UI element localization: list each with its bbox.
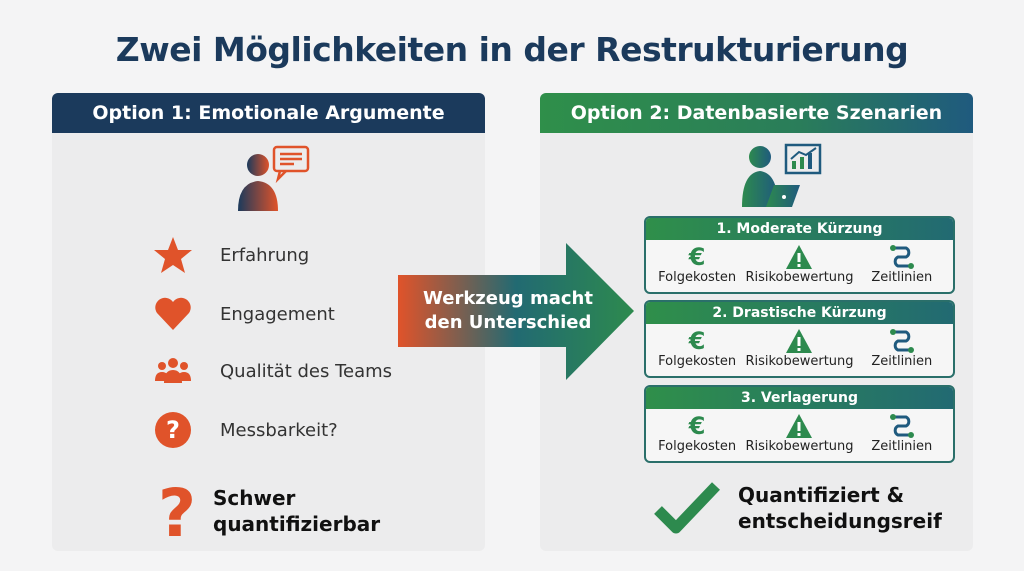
warning-icon — [786, 245, 813, 269]
metric-label: Folgekosten — [658, 439, 737, 454]
heart-icon — [155, 297, 191, 330]
item-engagement: Engagement — [152, 294, 335, 334]
metric: Zeitlinien — [852, 413, 952, 454]
euro-icon: € — [688, 412, 706, 440]
timeline-icon — [889, 245, 914, 269]
item-erfahrung: Erfahrung — [152, 235, 309, 275]
option-2-header: Option 2: Datenbasierte Szenarien — [540, 93, 973, 133]
page-title: Zwei Möglichkeiten in der Restrukturieru… — [115, 30, 909, 69]
metric: €Folgekosten — [647, 244, 747, 285]
metric-label: Zeitlinien — [871, 354, 933, 369]
timeline-icon — [889, 414, 914, 438]
euro-icon: € — [688, 243, 706, 271]
metric-label: Zeitlinien — [871, 439, 933, 454]
metric: Risikobewertung — [745, 413, 854, 454]
metric-label: Folgekosten — [658, 270, 737, 285]
person-speech-icon — [238, 145, 310, 211]
metric-label: Folgekosten — [658, 354, 737, 369]
metric: Risikobewertung — [745, 244, 854, 285]
question-circle-icon: ? — [155, 412, 191, 448]
scenario-title: 3. Verlagerung — [646, 387, 953, 409]
metric-label: Risikobewertung — [745, 439, 854, 454]
item-messbarkeit: ? Messbarkeit? — [152, 410, 338, 450]
metric: Risikobewertung — [745, 328, 854, 369]
svg-text:?: ? — [166, 416, 180, 444]
star-icon — [154, 237, 192, 273]
person-laptop-chart-icon — [742, 143, 822, 207]
metric: Zeitlinien — [852, 244, 952, 285]
arrow-label: Werkzeug macht den Unterschied — [423, 288, 593, 333]
question-mark-icon: ? — [158, 478, 196, 544]
warning-icon — [786, 329, 813, 353]
conclusion-right: Quantifiziert & entscheidungsreif — [652, 478, 942, 538]
team-icon — [155, 358, 191, 383]
metric: €Folgekosten — [647, 328, 747, 369]
option-2-panel: Option 2: Datenbasierte Szenarien 1. Mod… — [540, 93, 973, 551]
checkmark-icon — [654, 482, 720, 534]
metric: Zeitlinien — [852, 328, 952, 369]
scenario-title: 1. Moderate Kürzung — [646, 218, 953, 240]
scenario-title: 2. Drastische Kürzung — [646, 302, 953, 324]
conclusion-left: ? Schwer quantifizierbar — [157, 478, 380, 544]
metric-label: Zeitlinien — [871, 270, 933, 285]
metric-label: Risikobewertung — [745, 270, 854, 285]
timeline-icon — [889, 329, 914, 353]
euro-icon: € — [688, 327, 706, 355]
item-qualitaet: Qualität des Teams — [152, 351, 392, 391]
transition-arrow — [398, 243, 634, 380]
warning-icon — [786, 414, 813, 438]
option-1-header: Option 1: Emotionale Argumente — [52, 93, 485, 133]
metric: €Folgekosten — [647, 413, 747, 454]
svg-text:?: ? — [158, 478, 196, 544]
metric-label: Risikobewertung — [745, 354, 854, 369]
